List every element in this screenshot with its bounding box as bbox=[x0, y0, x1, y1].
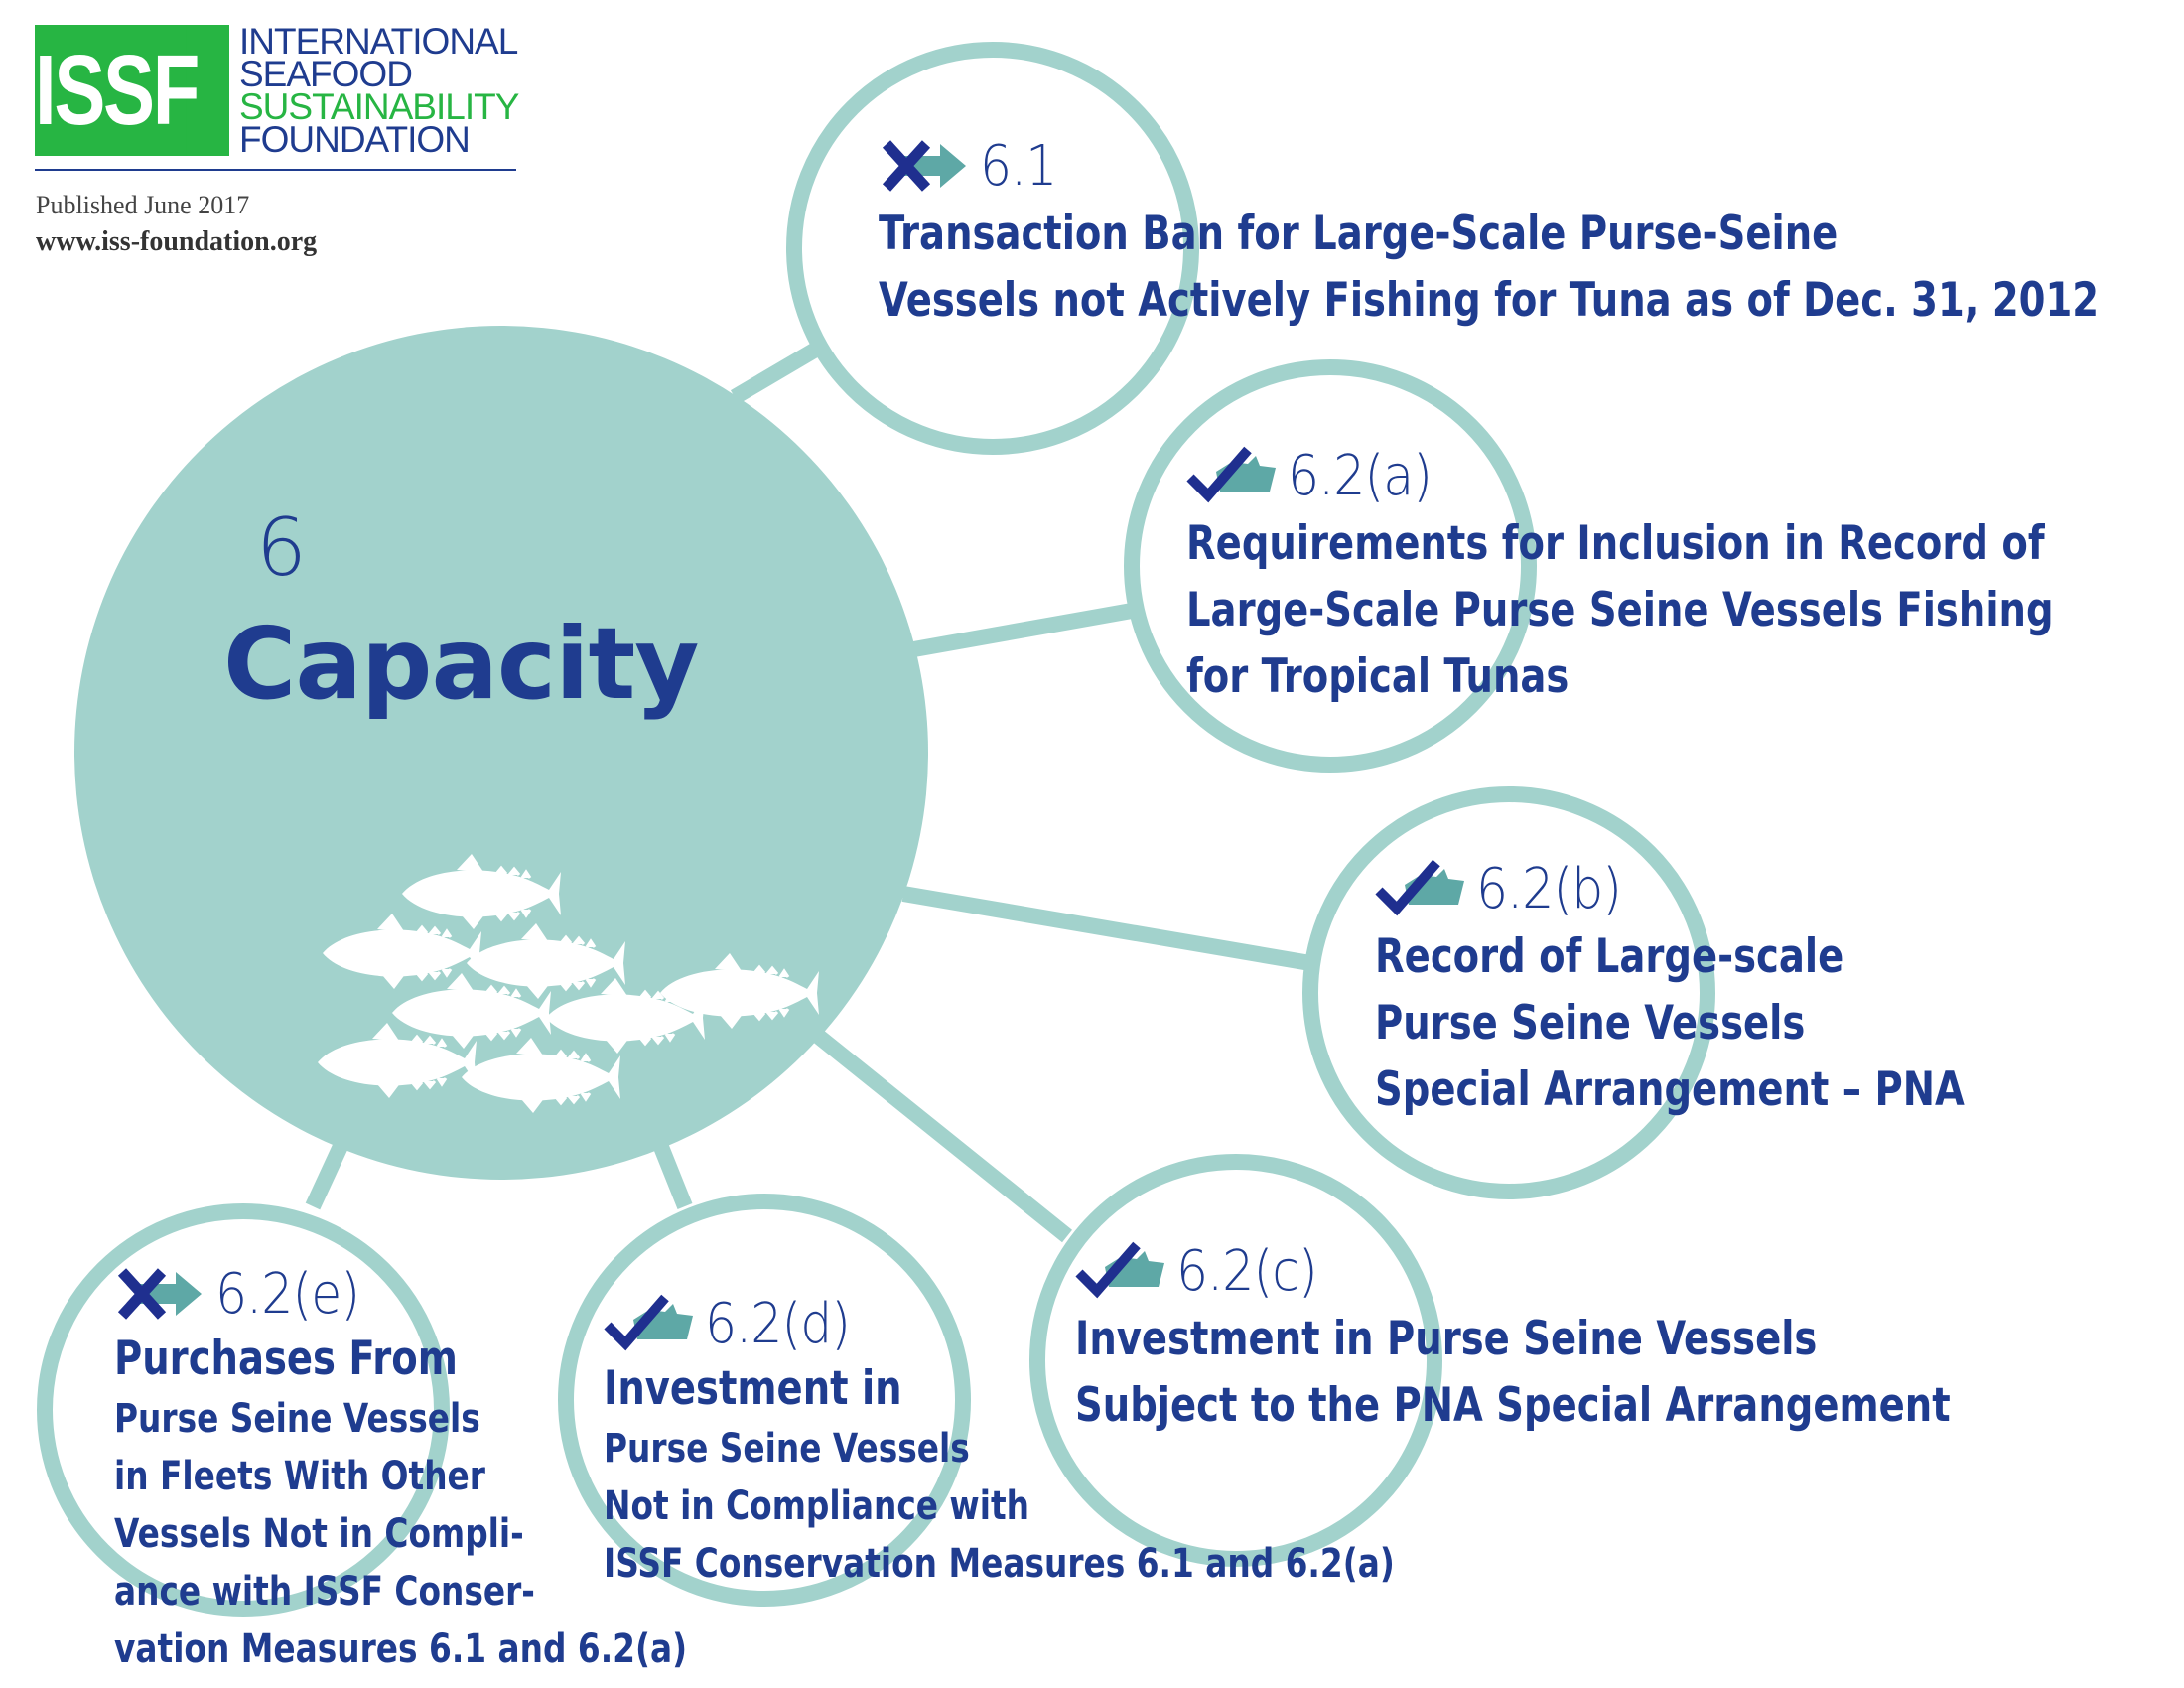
logo-line-4: FOUNDATION bbox=[239, 119, 471, 160]
measure-title-line: Purchases From bbox=[114, 1332, 458, 1386]
hub-title: Capacity bbox=[223, 606, 699, 722]
measure-title-line: Special Arrangement – PNA bbox=[1375, 1062, 1965, 1117]
connector-6-2c bbox=[808, 1026, 1073, 1243]
measure-header: 6.2(c) bbox=[1075, 1236, 2142, 1306]
issf-logo: ISSF INTERNATIONAL SEAFOOD SUSTAINABILIT… bbox=[35, 21, 531, 160]
measure-6-2e: 6.2(e) Purchases From Purse Seine Vessel… bbox=[114, 1259, 813, 1678]
measure-6-2d: 6.2(d) Investment in Purse Seine Vessels… bbox=[604, 1289, 1569, 1593]
measure-title: Transaction Ban for Large-Scale Purse-Se… bbox=[879, 201, 2099, 334]
connectors bbox=[305, 341, 1312, 1243]
measure-title-line: Requirements for Inclusion in Record of bbox=[1186, 516, 2045, 571]
measure-title: Record of Large-scale Purse Seine Vessel… bbox=[1375, 923, 1965, 1123]
measure-title: Investment in Purse Seine Vessels Subjec… bbox=[1075, 1306, 1951, 1439]
hub-number: 6 bbox=[256, 501, 307, 594]
logo-wordmark: INTERNATIONAL SEAFOOD SUSTAINABILITY FOU… bbox=[239, 21, 519, 160]
measure-title-line: Investment in bbox=[604, 1361, 902, 1416]
x-arrow-icon bbox=[117, 1268, 202, 1320]
measure-title: Purchases From Purse Seine Vessels in Fl… bbox=[114, 1329, 687, 1678]
measure-code: 6.2(d) bbox=[705, 1291, 851, 1356]
check-boat-icon bbox=[604, 1294, 693, 1351]
measure-6-2c: 6.2(c) Investment in Purse Seine Vessels… bbox=[1075, 1236, 2142, 1439]
ring-6-2e bbox=[37, 1203, 450, 1617]
measure-header: 6.2(d) bbox=[604, 1289, 1569, 1358]
measure-title-line: Investment in Purse Seine Vessels bbox=[1075, 1312, 1818, 1366]
connector-6-2e bbox=[305, 1138, 350, 1210]
check-boat-icon bbox=[1375, 859, 1464, 916]
connector-6-2a bbox=[906, 603, 1134, 658]
logo-line-1: INTERNATIONAL bbox=[239, 21, 518, 62]
connector-6-1 bbox=[730, 341, 824, 404]
measure-header: 6.2(e) bbox=[114, 1259, 813, 1329]
measure-header: 6.2(b) bbox=[1375, 854, 2094, 923]
logo-line-3: SUSTAINABILITY bbox=[239, 86, 519, 127]
measure-title-line: Record of Large-scale bbox=[1375, 929, 1844, 984]
logo-line-2: SEAFOOD bbox=[239, 54, 413, 94]
connector-6-2b bbox=[901, 886, 1312, 971]
measure-title: Investment in Purse Seine Vessels Not in… bbox=[604, 1358, 1395, 1593]
measure-code: 6.2(b) bbox=[1476, 856, 1622, 921]
measure-title-line: Purse Seine Vessels bbox=[604, 1426, 970, 1472]
measure-6-1: 6.1 Transaction Ban for Large-Scale Purs… bbox=[879, 131, 2184, 334]
measure-code: 6.2(c) bbox=[1176, 1238, 1318, 1304]
measure-title-line: ance with ISSF Conser- bbox=[114, 1569, 535, 1615]
measure-title-line: Vessels not Actively Fishing for Tuna as… bbox=[879, 273, 2100, 328]
measure-title-line: Transaction Ban for Large-Scale Purse-Se… bbox=[879, 207, 1839, 261]
measure-title-line: ISSF Conservation Measures 6.1 and 6.2(a… bbox=[604, 1541, 1395, 1587]
measure-code: 6.1 bbox=[980, 133, 1057, 199]
measure-title-line: for Tropical Tunas bbox=[1186, 649, 1570, 704]
website-link[interactable]: www.iss-foundation.org bbox=[36, 226, 318, 257]
measure-6-2b: 6.2(b) Record of Large-scale Purse Seine… bbox=[1375, 854, 2094, 1123]
hub-circle bbox=[74, 326, 928, 1180]
published-date: Published June 2017 bbox=[36, 191, 250, 219]
measure-code: 6.2(a) bbox=[1288, 443, 1433, 508]
measure-title-line: Purse Seine Vessels bbox=[114, 1396, 480, 1442]
measure-title-line: Subject to the PNA Special Arrangement bbox=[1075, 1378, 1951, 1433]
logo-mark: ISSF bbox=[35, 25, 200, 156]
measure-title-line: in Fleets With Other bbox=[114, 1454, 485, 1499]
measure-title-line: Vessels Not in Compli- bbox=[114, 1511, 524, 1557]
measure-title-line: vation Measures 6.1 and 6.2(a) bbox=[114, 1626, 688, 1672]
check-boat-icon bbox=[1186, 446, 1276, 503]
check-boat-icon bbox=[1075, 1241, 1164, 1299]
measure-header: 6.1 bbox=[879, 131, 2184, 201]
measure-code: 6.2(e) bbox=[215, 1261, 360, 1327]
measure-title-line: Not in Compliance with bbox=[604, 1483, 1030, 1529]
measure-title: Requirements for Inclusion in Record of … bbox=[1186, 510, 2054, 710]
logo-divider bbox=[35, 169, 516, 171]
measure-title-line: Large-Scale Purse Seine Vessels Fishing bbox=[1186, 583, 2054, 637]
measure-6-2a: 6.2(a) Requirements for Inclusion in Rec… bbox=[1186, 441, 2184, 710]
measure-header: 6.2(a) bbox=[1186, 441, 2184, 510]
x-arrow-icon bbox=[882, 140, 966, 192]
measure-title-line: Purse Seine Vessels bbox=[1375, 996, 1806, 1051]
